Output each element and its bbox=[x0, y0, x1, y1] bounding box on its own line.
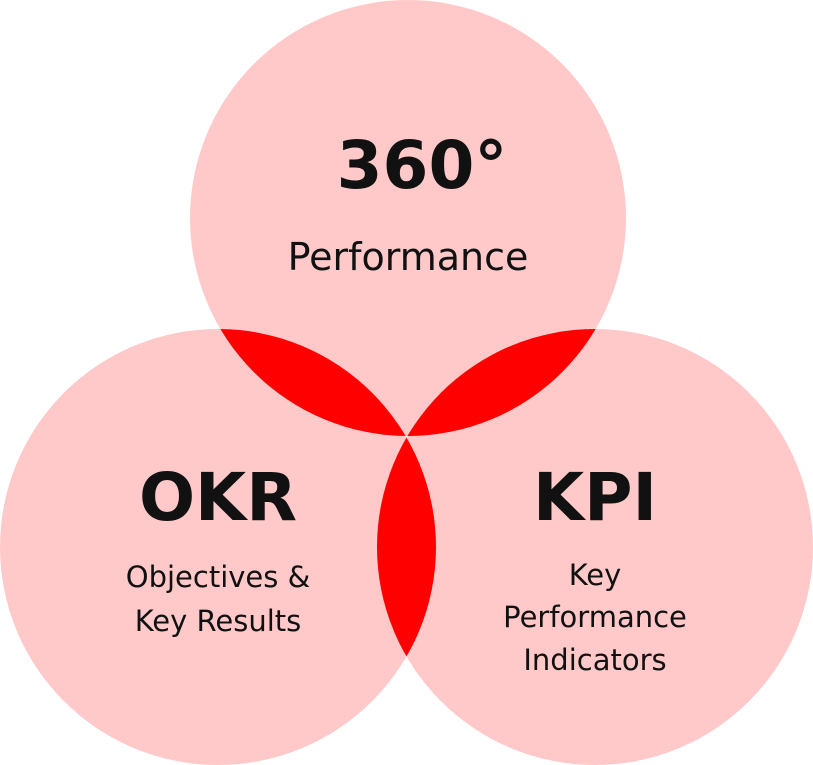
circle-kpi bbox=[377, 329, 813, 765]
title-360: 360° bbox=[337, 127, 508, 204]
title-okr: OKR bbox=[139, 459, 297, 536]
label-kpi-line1: Key bbox=[569, 558, 622, 592]
label-okr-line2: Key Results bbox=[135, 604, 302, 638]
label-kpi-line2: Performance bbox=[503, 600, 687, 634]
circle-okr bbox=[0, 329, 436, 765]
title-kpi: KPI bbox=[533, 459, 657, 536]
circle-360-performance bbox=[190, 0, 626, 436]
label-performance: Performance bbox=[288, 235, 529, 279]
label-okr-line1: Objectives & bbox=[126, 560, 310, 594]
label-kpi-line3: Indicators bbox=[523, 643, 666, 677]
